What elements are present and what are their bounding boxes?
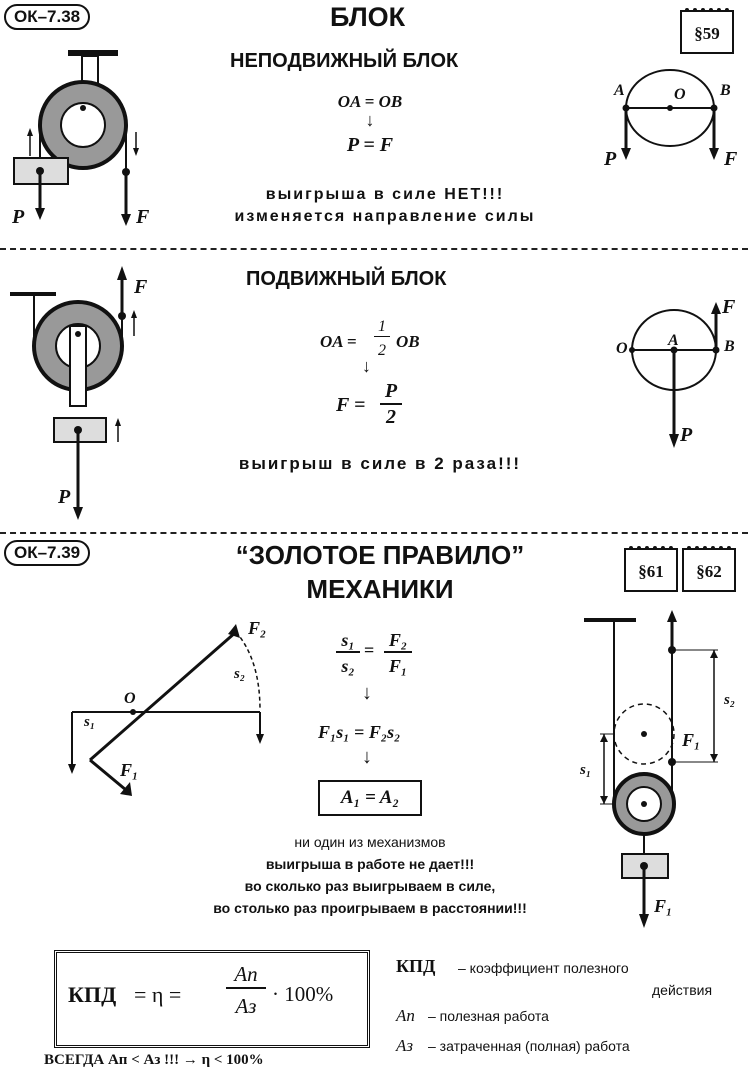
pulley-system-diagram	[584, 610, 718, 928]
pulley-label-s2: s₂	[724, 692, 736, 708]
separator-1	[0, 248, 748, 250]
formula-f2: F₂	[384, 630, 412, 653]
fixed-lever-circle	[621, 69, 719, 160]
movable-label-a: A	[668, 332, 679, 349]
pulley-label-s1: s₁	[580, 762, 592, 778]
formula-f1: F₁	[388, 656, 408, 676]
formula-product: F₁s₁ = F₂s₂	[318, 722, 401, 742]
lever-label-o: O	[124, 690, 136, 707]
lever-label-f1: F₁	[120, 760, 139, 780]
def-kpd-term: КПД	[396, 956, 436, 976]
paragraph-badge-59: §59	[680, 8, 734, 54]
fixed-label-o: O	[674, 86, 686, 103]
paragraph-badge-61: §61	[624, 546, 678, 592]
movable-eq-half-den: 2	[378, 342, 386, 359]
golden-rule-title-2: МЕХАНИКИ	[306, 574, 454, 604]
fixed-label-p: P	[604, 148, 617, 170]
fixed-note-direction: изменяется направление силы	[234, 208, 536, 225]
movable-label-o: O	[616, 340, 628, 357]
movable-eq-p-num: P	[380, 380, 402, 405]
fixed-eq-oa-ob: OA = OB	[337, 92, 403, 111]
formula-arrow-1: ↓	[362, 682, 372, 704]
formula-s1: s₁	[336, 630, 360, 653]
section-badge-739: ОК–7.39	[4, 540, 91, 566]
efficiency-den: Aз	[235, 994, 257, 1018]
paragraph-badge-62: §62	[682, 546, 736, 592]
section-badge-738: ОК–7.38	[4, 4, 91, 30]
def-kpd-text-2: действия	[652, 982, 713, 998]
def-ap-term: Aп	[396, 1006, 415, 1025]
movable-eq-f: F =	[336, 394, 366, 416]
fixed-pulley-p-label: P	[12, 206, 25, 228]
lever-label-f2: F₂	[248, 618, 267, 638]
movable-block-heading: ПОДВИЖНЫЙ БЛОК	[246, 268, 447, 290]
rule-line-3: во сколько раз выигрываем в силе,	[244, 878, 496, 894]
fixed-label-f: F	[724, 148, 738, 170]
page-title-block: БЛОК	[330, 2, 406, 32]
formula-s2: s₂	[341, 656, 355, 676]
movable-pulley-diagram	[10, 266, 137, 520]
formula-arrow-2: ↓	[362, 746, 372, 768]
movable-lever-circle	[629, 302, 721, 448]
movable-eq-half-num: 1	[374, 318, 390, 337]
formula-work-box: A₁ = A₂	[318, 780, 422, 816]
rule-line-2: выигрыша в работе не дает!!!	[265, 856, 475, 872]
rule-line-4: во столько раз проигрываем в расстоянии!…	[213, 900, 527, 916]
lever-label-s2: s₂	[234, 666, 246, 682]
fixed-pulley-f-label: F	[136, 206, 150, 228]
def-ap-text: – полезная работа	[428, 1008, 549, 1024]
movable-label-f: F	[722, 296, 736, 318]
movable-eq-arrow: ↓	[362, 356, 371, 376]
movable-eq-ob: OB	[396, 332, 420, 351]
movable-pulley-p-label: P	[58, 486, 71, 508]
golden-rule-title-1: “ЗОЛОТОЕ ПРАВИЛО”	[235, 540, 525, 570]
separator-2	[0, 532, 748, 534]
rule-line-1: ни один из механизмов	[294, 834, 446, 850]
movable-note-gain: выигрыш в силе в 2 раза!!!	[238, 454, 522, 473]
efficiency-eq-eta: = η =	[134, 982, 182, 1007]
fixed-label-b: B	[720, 82, 731, 99]
lever-label-s1: s₁	[84, 714, 96, 730]
pulley-label-f1-upper: F₁	[682, 730, 701, 750]
fixed-note-no-gain: выигрыша в силе НЕТ!!!	[265, 186, 505, 203]
fixed-eq-p-f: P = F	[346, 134, 394, 156]
efficiency-formula-box	[54, 950, 370, 1048]
pulley-label-f1-lower: F₁	[654, 896, 673, 916]
efficiency-num: Aп	[226, 962, 266, 989]
def-kpd-text: – коэффициент полезного	[458, 960, 629, 976]
lever-diagram	[68, 624, 264, 796]
efficiency-kpd: КПД	[68, 982, 117, 1007]
movable-eq-p-den: 2	[386, 406, 396, 428]
movable-label-p: P	[680, 424, 693, 446]
formula-eq-sign: =	[364, 640, 375, 660]
def-az-text: – затраченная (полная) работа	[428, 1038, 630, 1054]
fixed-block-heading: НЕПОДВИЖНЫЙ БЛОК	[230, 50, 459, 72]
fixed-pulley-diagram	[13, 50, 139, 226]
def-az-term: Aз	[396, 1036, 414, 1055]
movable-pulley-f-label: F	[134, 276, 148, 298]
movable-label-b: B	[724, 338, 735, 355]
movable-eq-oa: OA =	[320, 332, 357, 351]
fixed-eq-arrow: ↓	[365, 110, 375, 130]
efficiency-times: · 100%	[272, 982, 334, 1006]
efficiency-always: ВСЕГДА Aп < Aз !!! → η < 100%	[44, 1052, 264, 1068]
fixed-label-a: A	[614, 82, 625, 99]
